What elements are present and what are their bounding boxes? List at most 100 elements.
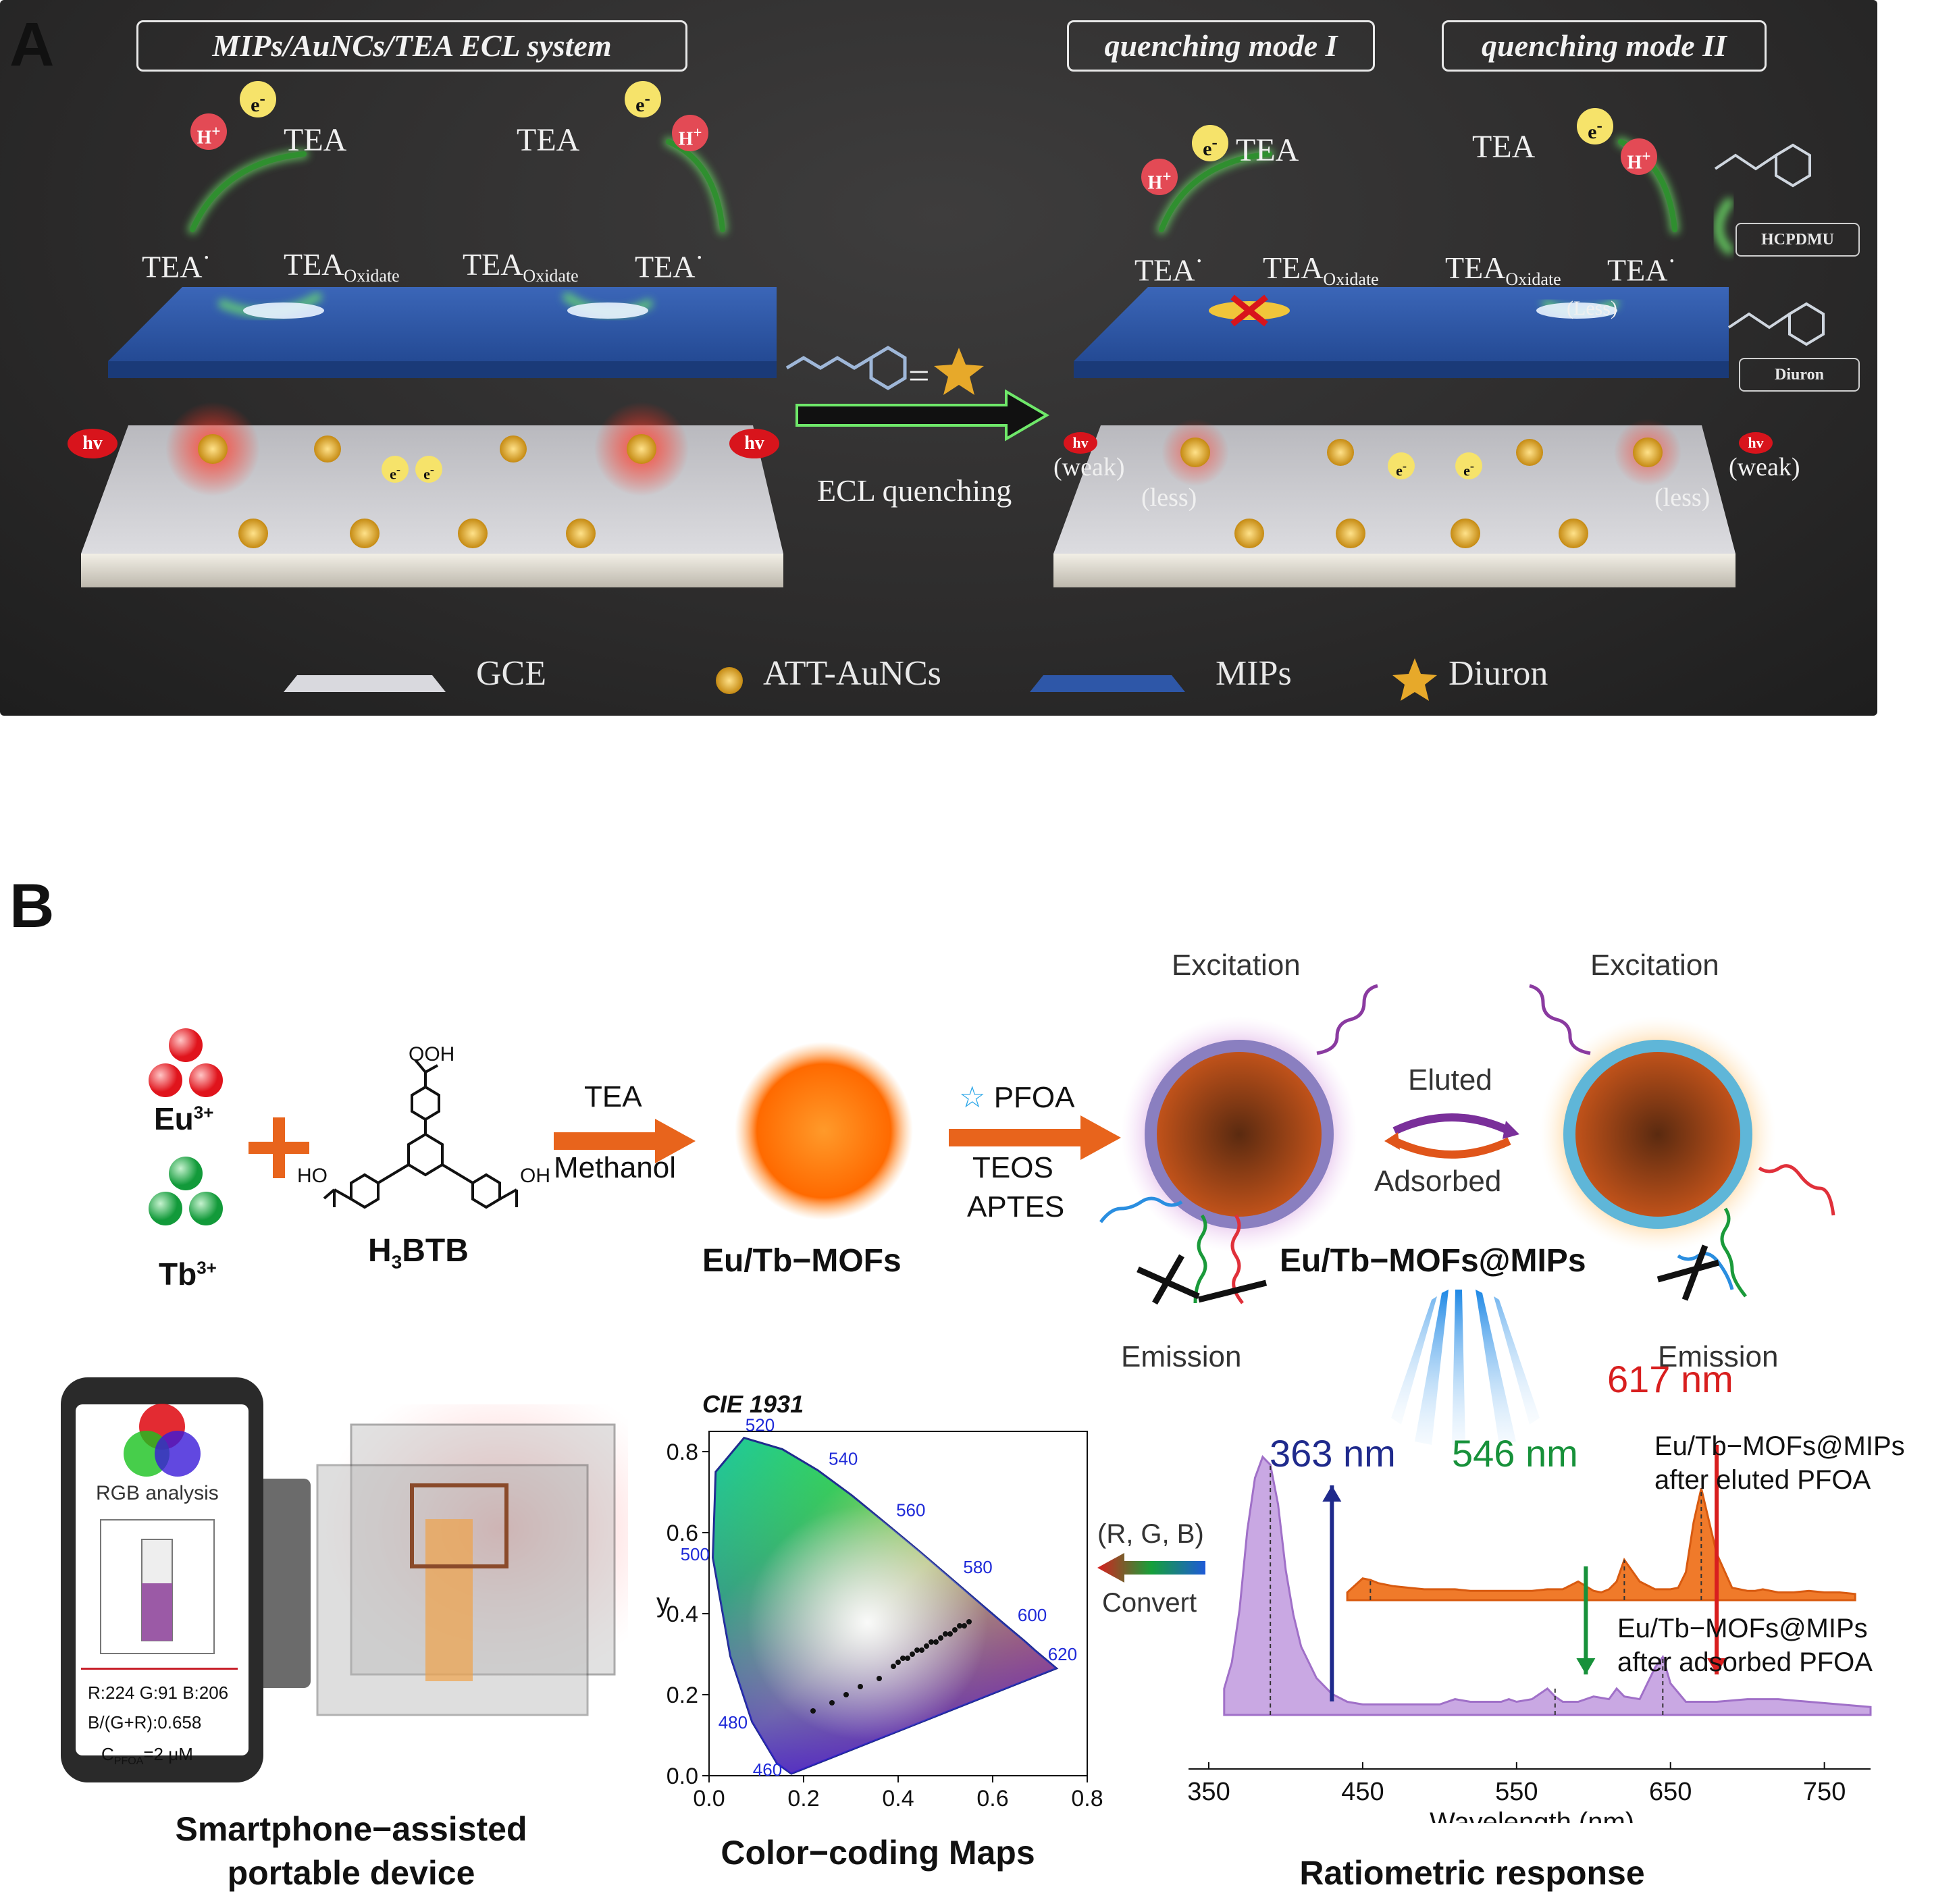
tb-ion-label: Tb3+	[159, 1257, 217, 1292]
cie-y-tick-label: 0.6	[667, 1520, 698, 1546]
electron-icon: e-	[1577, 108, 1613, 144]
cie-x-tick-label: 0.4	[882, 1786, 914, 1812]
panel-a-label: A	[9, 10, 55, 79]
cie-data-point	[843, 1692, 849, 1697]
caption-ratiometric-response: Ratiometric response	[1299, 1854, 1645, 1892]
cie-wavelength-label: 500	[681, 1544, 710, 1564]
adsorbed-spectrum-area	[1223, 1455, 1872, 1716]
diuron-label-box: Diuron	[1739, 358, 1860, 392]
cie-data-point	[947, 1631, 953, 1637]
adsorbed-series-label-2: after adsorbed PFOA	[1617, 1647, 1873, 1677]
left-tea-cycle-arrows	[188, 137, 727, 317]
hcpdmu-label-box: HCPDMU	[1736, 223, 1860, 257]
panel-a-illustration: MIPs/AuNCs/TEA ECL system quenching mode…	[0, 0, 1877, 716]
cie-y-tick-label: 0.4	[667, 1602, 698, 1627]
cie-data-point	[919, 1647, 924, 1653]
less-label: (Less)	[1567, 297, 1617, 319]
arrow-363nm-up-head	[1322, 1485, 1342, 1502]
adsorbed-series-label-1: Eu/Tb−MOFs@MIPs	[1617, 1614, 1868, 1643]
hcpdmu-molecule-icon	[1714, 143, 1811, 188]
diuron-star-icon	[934, 348, 984, 395]
cie-data-point	[966, 1619, 972, 1624]
pfoa-concentration-text: CPFOA=2 μM	[101, 1744, 193, 1768]
electron-icon: e-	[1192, 125, 1228, 161]
cooh-top-label: OOH	[409, 1043, 455, 1065]
equals-sign: =	[908, 355, 930, 397]
spectrum-x-tick-label: 550	[1495, 1778, 1538, 1806]
legend-diuron-icon	[1392, 658, 1437, 701]
peak-617-label: 617 nm	[1607, 1358, 1733, 1400]
cie-data-point	[938, 1635, 943, 1641]
eu-ion-label: Eu3+	[154, 1101, 214, 1136]
cie-wavelength-label: 600	[1018, 1605, 1047, 1625]
cie-data-point	[924, 1643, 929, 1649]
spectrum-x-tick-label: 350	[1187, 1778, 1230, 1806]
tea-oxidate-label: TEAOxidate	[284, 247, 400, 286]
right-mips-layer	[1074, 287, 1729, 378]
adsorbed-label: Adsorbed	[1374, 1165, 1502, 1198]
hv-emission-left: hv	[68, 429, 118, 458]
cuvette-icon	[100, 1519, 215, 1654]
cie-wavelength-label: 620	[1048, 1644, 1077, 1664]
spectrum-x-tick-label: 650	[1649, 1778, 1692, 1806]
emission-waves-right	[1656, 1164, 1835, 1301]
cie-white-point-region	[712, 1437, 1057, 1774]
cie-data-point	[929, 1639, 934, 1645]
excitation-label-right: Excitation	[1590, 949, 1719, 982]
cie-data-point	[858, 1684, 863, 1689]
tb-ions-icon	[149, 1157, 223, 1225]
less-label: (less)	[1141, 483, 1197, 512]
left-mip-cavities	[243, 302, 648, 319]
tea-label: TEA	[1472, 129, 1536, 165]
cie-data-point	[829, 1700, 835, 1705]
eluted-series-label-1: Eu/Tb−MOFs@MIPs	[1654, 1431, 1905, 1461]
right-mip-cavities	[1209, 294, 1617, 327]
rgb-tuple-label: (R, G, B)	[1097, 1519, 1204, 1549]
tea-label: TEA	[284, 122, 347, 158]
legend-mips-label: MIPs	[1216, 654, 1292, 693]
legend-att-icon	[716, 667, 743, 694]
header-quenching-mode-1: quenching mode I	[1067, 20, 1375, 72]
tea-reagent-label: TEA	[584, 1080, 642, 1113]
cie-wavelength-label: 480	[719, 1712, 748, 1733]
hv-weak-right: hv	[1739, 432, 1773, 454]
tea-radical-label: TEA·	[1607, 247, 1677, 288]
caption-device-line2: portable device	[227, 1854, 475, 1892]
eluted-series-label-2: after eluted PFOA	[1654, 1465, 1871, 1495]
pfoa-reagent-label: ☆ PFOA	[959, 1081, 1075, 1114]
electron-icon: e-	[625, 81, 661, 117]
teos-label: TEOS	[972, 1151, 1053, 1184]
left-glowing-aunc	[165, 402, 689, 496]
cie-data-point	[943, 1631, 948, 1637]
weak-label: (weak)	[1729, 453, 1800, 481]
cie-wavelength-label: 520	[746, 1415, 775, 1435]
header-mips-ecl-system: MIPs/AuNCs/TEA ECL system	[136, 20, 687, 72]
cie-chart-title: CIE 1931	[702, 1390, 804, 1418]
convert-arrow-icon	[1097, 1553, 1205, 1583]
right-glowing-aunc	[1162, 419, 1681, 486]
cie-x-tick-label: 0.6	[976, 1786, 1008, 1812]
spectrum-x-axis-label: Wavelength (nm)	[1430, 1807, 1634, 1823]
left-mips-layer	[108, 287, 777, 378]
arrow-617nm-down-head	[1707, 1658, 1727, 1674]
eu-tb-mofs-particle	[735, 1042, 913, 1220]
tea-oxidate-label: TEAOxidate	[1263, 250, 1379, 290]
hv-emission-right: hv	[729, 429, 779, 458]
rgb-color-wheel-icon	[124, 1404, 201, 1477]
cie-y-tick-label: 0.0	[667, 1764, 698, 1789]
synthesis-arrow-2	[949, 1115, 1121, 1160]
electron-icon: e-	[1455, 452, 1482, 479]
legend-gce-icon	[284, 675, 446, 692]
h-plus-ion: H+	[672, 115, 708, 151]
header-quenching-mode-2: quenching mode II	[1442, 20, 1767, 72]
cie-data-point	[895, 1660, 901, 1665]
ecl-quenching-arrow	[795, 389, 1049, 442]
h-plus-ion: H+	[190, 113, 227, 150]
peak-546-label: 546 nm	[1452, 1432, 1578, 1475]
cie-data-point	[962, 1623, 967, 1629]
aptes-label: APTES	[967, 1190, 1065, 1223]
cie-y-tick-label: 0.8	[667, 1439, 698, 1465]
cie-data-point	[877, 1676, 882, 1681]
emission-label-right: Emission	[1658, 1340, 1779, 1373]
